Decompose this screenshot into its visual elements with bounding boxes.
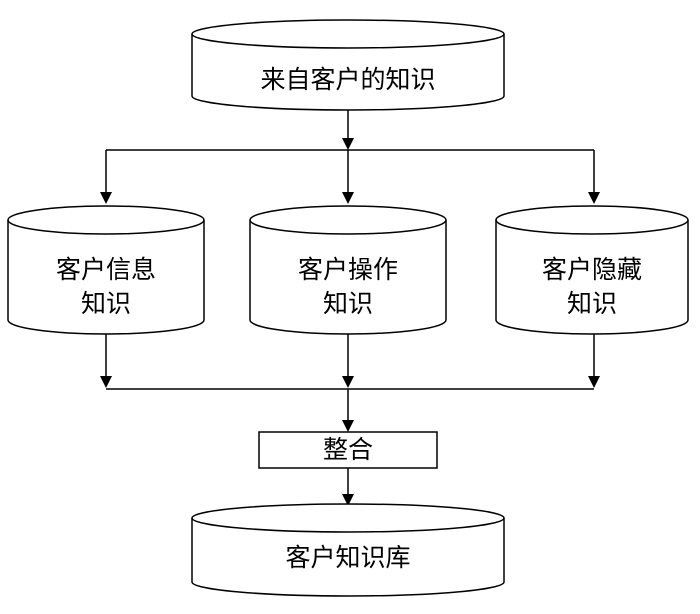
branch-left-arrow-head (100, 192, 112, 204)
operation-knowledge-line1: 客户操作 (297, 255, 398, 284)
operation-knowledge-cylinder (249, 205, 447, 335)
knowledge-base-cylinder (191, 503, 505, 597)
hidden-knowledge-cylinder (495, 205, 689, 335)
operation-knowledge-label: 客户操作 知识 (250, 253, 446, 321)
source-arrow-head (342, 138, 354, 150)
merge-middle-arrow-head (342, 376, 354, 388)
info-knowledge-line2: 知识 (80, 289, 131, 318)
merge-box (258, 431, 438, 469)
operation-knowledge-line2: 知识 (322, 289, 373, 318)
hidden-knowledge-label: 客户隐藏 知识 (496, 253, 688, 321)
hidden-knowledge-line2: 知识 (566, 289, 617, 318)
info-knowledge-label: 客户信息 知识 (8, 253, 204, 321)
source-knowledge-label: 来自客户的知识 (260, 65, 436, 94)
info-knowledge-cylinder (7, 205, 205, 335)
branch-right-arrow-head (588, 192, 600, 204)
merge-left-arrow-head (100, 376, 112, 388)
merge-label: 整合 (322, 435, 373, 464)
knowledge-base-label: 客户知识库 (285, 543, 411, 572)
info-knowledge-line1: 客户信息 (55, 255, 156, 284)
hidden-knowledge-line1: 客户隐藏 (541, 255, 642, 284)
branch-middle-arrow-head (342, 192, 354, 204)
merge-right-arrow-head (588, 376, 600, 388)
to-target-arrow-head (342, 494, 354, 506)
to-merge-arrow-head (342, 420, 354, 432)
source-knowledge-cylinder (191, 19, 505, 111)
